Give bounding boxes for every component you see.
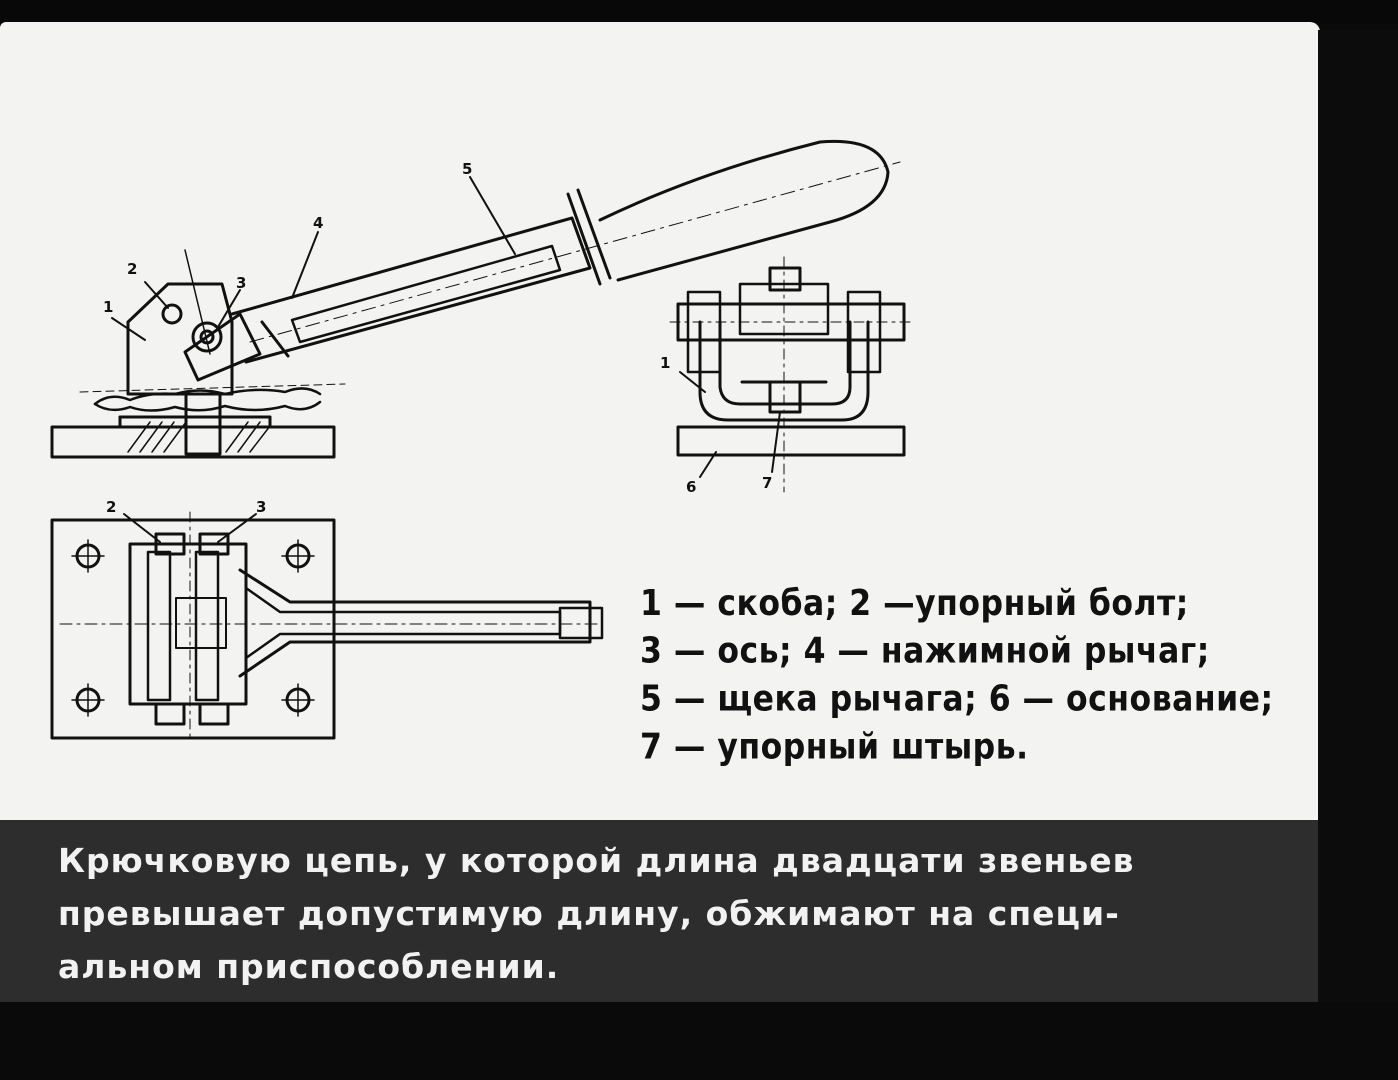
side-stop-pin (184, 392, 222, 456)
front-view (669, 256, 913, 493)
legend-line-4: 7 — упорный штырь. (640, 727, 1029, 768)
caption-line-1: Крючковую цепь, у которой длина двадцати… (58, 841, 1135, 880)
slide-caption: Крючковую цепь, у которой длина двадцати… (58, 834, 1208, 993)
callout-side-2: 2 (127, 260, 137, 278)
callout-front-7: 7 (762, 474, 772, 492)
callout-plan-2: 2 (106, 498, 116, 516)
side-view (50, 139, 901, 459)
plan-lever (238, 568, 592, 678)
caption-line-3: альном приспособлении. (58, 947, 560, 986)
legend-line-1: 1 — скоба; 2 —упорный болт; (640, 583, 1189, 624)
side-axle (191, 321, 223, 353)
side-stop-bolt (161, 303, 183, 325)
side-handle (598, 139, 890, 282)
callout-side-3: 3 (236, 274, 246, 292)
callout-plan-3: 3 (256, 498, 266, 516)
callout-front-1: 1 (660, 354, 670, 372)
callout-side-4: 4 (313, 214, 323, 232)
film-right-edge (1318, 30, 1398, 1080)
film-top-edge (0, 0, 1398, 24)
side-bracket (126, 282, 234, 396)
front-stop-pin (768, 380, 802, 414)
side-base-hatch (127, 421, 271, 453)
plan-mount-holes (71, 539, 315, 717)
callout-front-6: 6 (686, 478, 696, 496)
callout-side-5: 5 (462, 160, 472, 178)
plan-view (50, 511, 604, 743)
side-chain (93, 387, 322, 406)
technical-drawing: 1 2 3 4 5 1 6 7 2 3 (50, 139, 913, 743)
caption-line-2: превышает допустимую длину, обжимают на … (58, 894, 1120, 933)
caption-band (0, 820, 1318, 1002)
parts-legend: 1 — скоба; 2 —упорный болт; 3 — ось; 4 —… (640, 580, 1320, 772)
legend-line-2: 3 — ось; 4 — нажимной рычаг; (640, 631, 1210, 672)
film-bottom-edge (0, 1002, 1398, 1080)
side-base-plate (50, 425, 336, 459)
front-base (676, 425, 906, 457)
plan-base-plate (50, 518, 336, 740)
front-clamp-bracket (698, 320, 870, 422)
legend-line-3: 5 — щека рычага; 6 — основание; (640, 679, 1274, 720)
side-lever-cheek (230, 216, 592, 364)
callout-side-1: 1 (103, 298, 113, 316)
